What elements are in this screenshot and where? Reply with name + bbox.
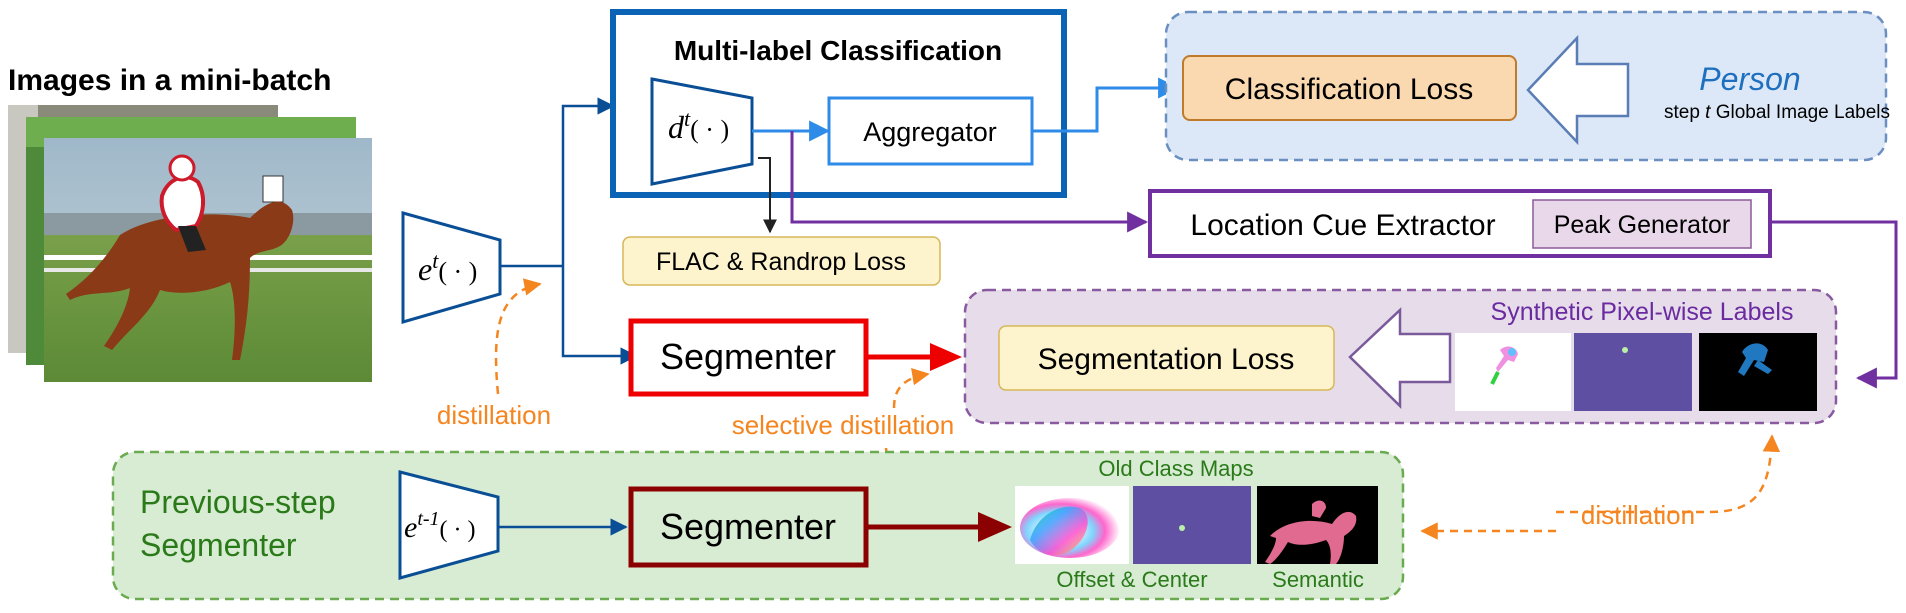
segmentation-hollow-arrow xyxy=(1348,307,1452,409)
prev-segmenter-to-maps-arrowhead xyxy=(978,512,1012,542)
decoder-superscript: t xyxy=(684,106,691,131)
aggregator-to-loss-arrow xyxy=(1032,77,1180,133)
encoder-et: et( · ) xyxy=(401,211,502,324)
old-class-maps-title: Old Class Maps xyxy=(1098,456,1253,481)
svg-text:et( · ): et( · ) xyxy=(418,248,477,287)
distill-arrow-right xyxy=(1556,434,1781,514)
decoder-dt: dt( · ) xyxy=(650,77,754,186)
encoder-et1-args: ( · ) xyxy=(440,517,476,543)
decoder-to-flac-arrow xyxy=(758,157,777,234)
decoder-symbol: d xyxy=(668,109,685,145)
segmenter-label: Segmenter xyxy=(660,336,836,377)
aggregator-label: Aggregator xyxy=(863,117,997,147)
flac-loss-box xyxy=(622,236,941,286)
offset-center-label: Offset & Center xyxy=(1056,567,1207,592)
old-class-maps xyxy=(1015,486,1378,564)
location-extractor-label: Location Cue Extractor xyxy=(1190,209,1495,242)
decoder-to-location-arrow xyxy=(790,131,1149,233)
classification-panel xyxy=(1164,10,1888,162)
synthetic-label-maps xyxy=(1455,333,1817,411)
previous-segmenter-label: Segmenter xyxy=(660,506,836,547)
selective-distillation-label: selective distillation xyxy=(732,410,955,440)
global-labels-prefix: step xyxy=(1664,102,1705,123)
flac-loss-label: FLAC & Randrop Loss xyxy=(656,248,906,276)
selective-distill-arrow-up xyxy=(892,367,930,409)
classification-hollow-arrow xyxy=(1526,34,1630,146)
location-to-synthetic-arrow xyxy=(1770,220,1898,389)
encoder-et1: et-1( · ) xyxy=(398,470,500,580)
encoder-args: ( · ) xyxy=(438,257,477,286)
semantic-label: Semantic xyxy=(1272,567,1364,592)
distillation-label-left: distillation xyxy=(437,400,551,430)
svg-text:et-1( · ): et-1( · ) xyxy=(404,508,476,544)
global-labels-suffix: Global Image Labels xyxy=(1710,102,1890,123)
encoder-symbol: e xyxy=(418,251,432,287)
segmenter-box xyxy=(628,318,869,397)
peak-generator-box xyxy=(1532,199,1752,249)
peak-generator-label: Peak Generator xyxy=(1554,211,1731,239)
global-labels-t: t xyxy=(1705,102,1711,123)
multilabel-title: Multi-label Classification xyxy=(674,35,1002,66)
decoder-args: ( · ) xyxy=(690,115,729,144)
distill-arrow-up xyxy=(494,278,542,395)
segmentation-loss-label: Segmentation Loss xyxy=(1038,343,1295,376)
previous-step-line2: Segmenter xyxy=(140,527,297,563)
encoder-superscript: t xyxy=(432,248,439,273)
encoder-branches xyxy=(500,97,638,365)
synthetic-labels-title: Synthetic Pixel-wise Labels xyxy=(1491,298,1794,326)
classification-loss-label: Classification Loss xyxy=(1225,73,1473,106)
image-stack xyxy=(8,105,372,382)
svg-text:dt( · ): dt( · ) xyxy=(668,106,729,145)
classification-loss-box xyxy=(1182,55,1517,121)
encoder-et1-symbol: e xyxy=(404,511,417,544)
previous-step-line1: Previous-step xyxy=(140,484,336,520)
encoder-et1-superscript: t-1 xyxy=(417,508,439,530)
distillation-label-right: distillation xyxy=(1581,500,1695,530)
previous-segmenter-box xyxy=(628,486,869,568)
global-labels-caption: step t Global Image Labels xyxy=(1664,102,1890,123)
segmentation-loss-box xyxy=(998,325,1335,391)
segmenter-to-loss-arrowhead xyxy=(930,343,962,371)
images-title: Images in a mini-batch xyxy=(8,64,331,97)
person-label: Person xyxy=(1699,61,1800,97)
